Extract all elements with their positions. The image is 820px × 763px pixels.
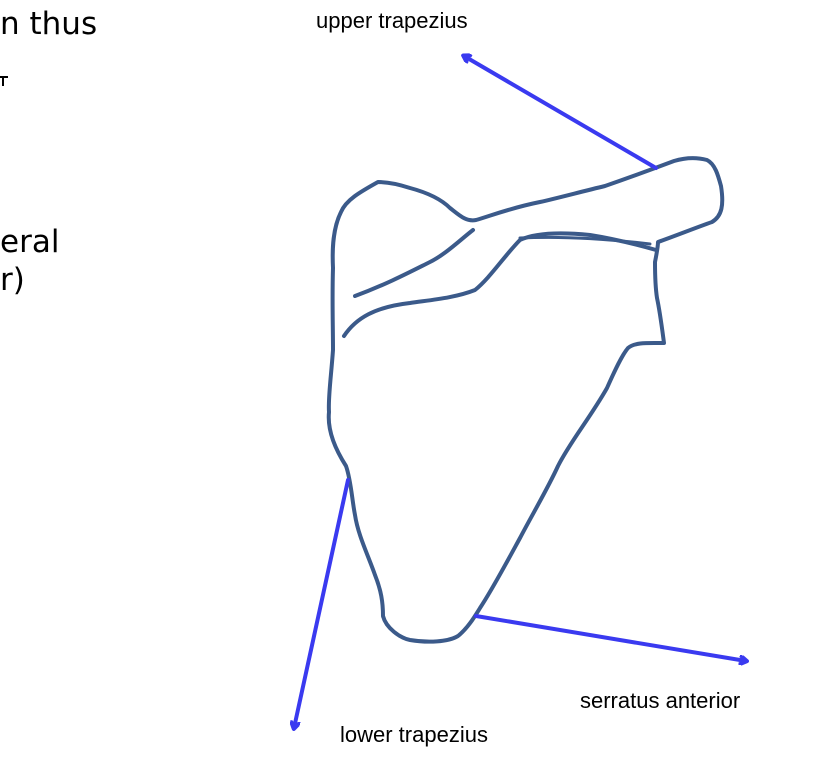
serratus-anterior-arrow <box>476 616 746 661</box>
label-upper-trapezius: upper trapezius <box>316 8 468 34</box>
label-serratus-anterior: serratus anterior <box>580 688 740 714</box>
scapula-outline <box>329 158 723 641</box>
upper-trapezius-arrow <box>464 56 656 168</box>
lower-trapezius-arrow <box>294 480 348 728</box>
label-lower-trapezius: lower trapezius <box>340 722 488 748</box>
muscle-arrows <box>294 56 746 728</box>
